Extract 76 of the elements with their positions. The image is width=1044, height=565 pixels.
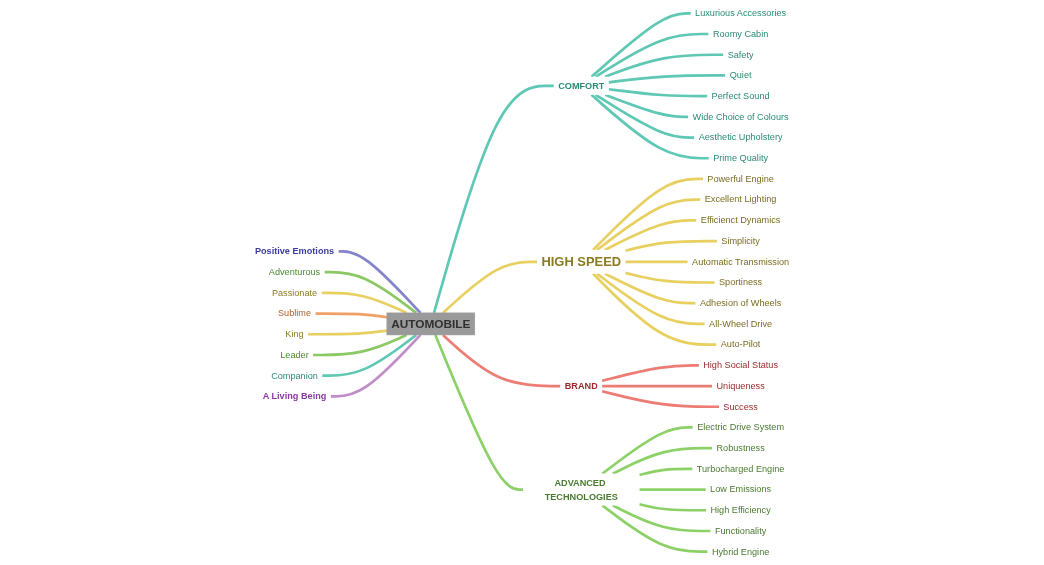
node-text: All-Wheel Drive: [709, 318, 773, 329]
connector: [592, 272, 717, 346]
node-text: Wide Choice of Colours: [692, 111, 789, 122]
node-text: Excellent Lighting: [704, 194, 777, 205]
node-text: Sublime: [277, 308, 312, 319]
connector: [604, 272, 696, 305]
node-text: Electric Drive System: [697, 422, 785, 433]
node-text: Simplicity: [721, 235, 760, 247]
node-text: King: [285, 329, 304, 340]
node-text: Luxurious Accessories: [695, 8, 787, 19]
node-text: Companion: [271, 370, 318, 381]
node-text: BRAND: [564, 380, 598, 392]
node-text: Positive Emotions: [254, 246, 335, 257]
node-text: High Efficiency: [710, 505, 771, 516]
connector: [322, 333, 418, 378]
node-text: Efficienct Dynamics: [700, 215, 781, 226]
connector: [596, 198, 701, 252]
node-text: Turbocharged Engine: [696, 463, 785, 474]
node-text: Prime Quality: [713, 153, 769, 164]
connector: [639, 502, 707, 512]
connector: [601, 364, 699, 383]
connector: [594, 93, 695, 139]
node-text: Robustness: [716, 442, 765, 454]
connector: [324, 270, 418, 314]
connector: [625, 239, 717, 252]
connector: [604, 93, 689, 119]
node-text: Leader: [280, 349, 309, 360]
connector: [608, 87, 708, 98]
connector: [602, 384, 713, 388]
connector: [625, 260, 688, 264]
connector: [594, 32, 709, 78]
node-text: ADVANCED TECHNOLOGIES: [544, 477, 618, 502]
node-text: Perfect Sound: [711, 90, 770, 102]
connector: [604, 219, 697, 252]
connector: [442, 333, 561, 388]
connector: [639, 488, 706, 491]
node-text: Quiet: [729, 70, 752, 81]
node-text: Functionality: [714, 525, 767, 536]
connector: [590, 93, 709, 160]
node-text: Hybrid Engine: [711, 546, 770, 557]
node-text: Roomy Cabin: [712, 28, 769, 39]
connector: [604, 53, 724, 79]
connector: [307, 329, 388, 336]
connector: [592, 177, 703, 251]
node-text: A Living Being: [262, 391, 327, 402]
connector: [639, 467, 693, 477]
connector: [612, 504, 711, 533]
connector: [601, 426, 693, 475]
node-text: Safety: [727, 49, 754, 60]
node-text: Low Emissions: [710, 484, 772, 495]
node-text: Adventurous: [268, 266, 321, 278]
connector: [330, 334, 422, 398]
node-text: Sportiness: [718, 277, 763, 288]
connector: [432, 84, 554, 314]
connector: [601, 504, 708, 554]
node-text: Auto-Pilot: [720, 339, 761, 350]
connector: [338, 250, 422, 314]
connector: [596, 272, 705, 326]
connector: [601, 389, 719, 409]
connector: [315, 312, 388, 319]
node-text: Success: [723, 401, 758, 412]
node-text: Powerful Engine: [707, 173, 774, 184]
connector: [590, 11, 691, 78]
connector: [612, 446, 713, 475]
connector: [313, 333, 408, 357]
connector: [442, 260, 538, 314]
node-text: Automatic Transmission: [692, 256, 790, 267]
node-text: Uniqueness: [716, 380, 765, 392]
connector: [625, 271, 715, 284]
node-text: High Social Status: [703, 360, 778, 371]
node-text: Aesthetic Upholstery: [698, 132, 783, 143]
connector: [608, 74, 726, 84]
node-text: Passionate: [271, 287, 318, 298]
node-box: AUTOMOBILE: [386, 312, 476, 336]
node-text: Adhesion of Wheels: [699, 297, 782, 309]
connector: [434, 334, 524, 491]
